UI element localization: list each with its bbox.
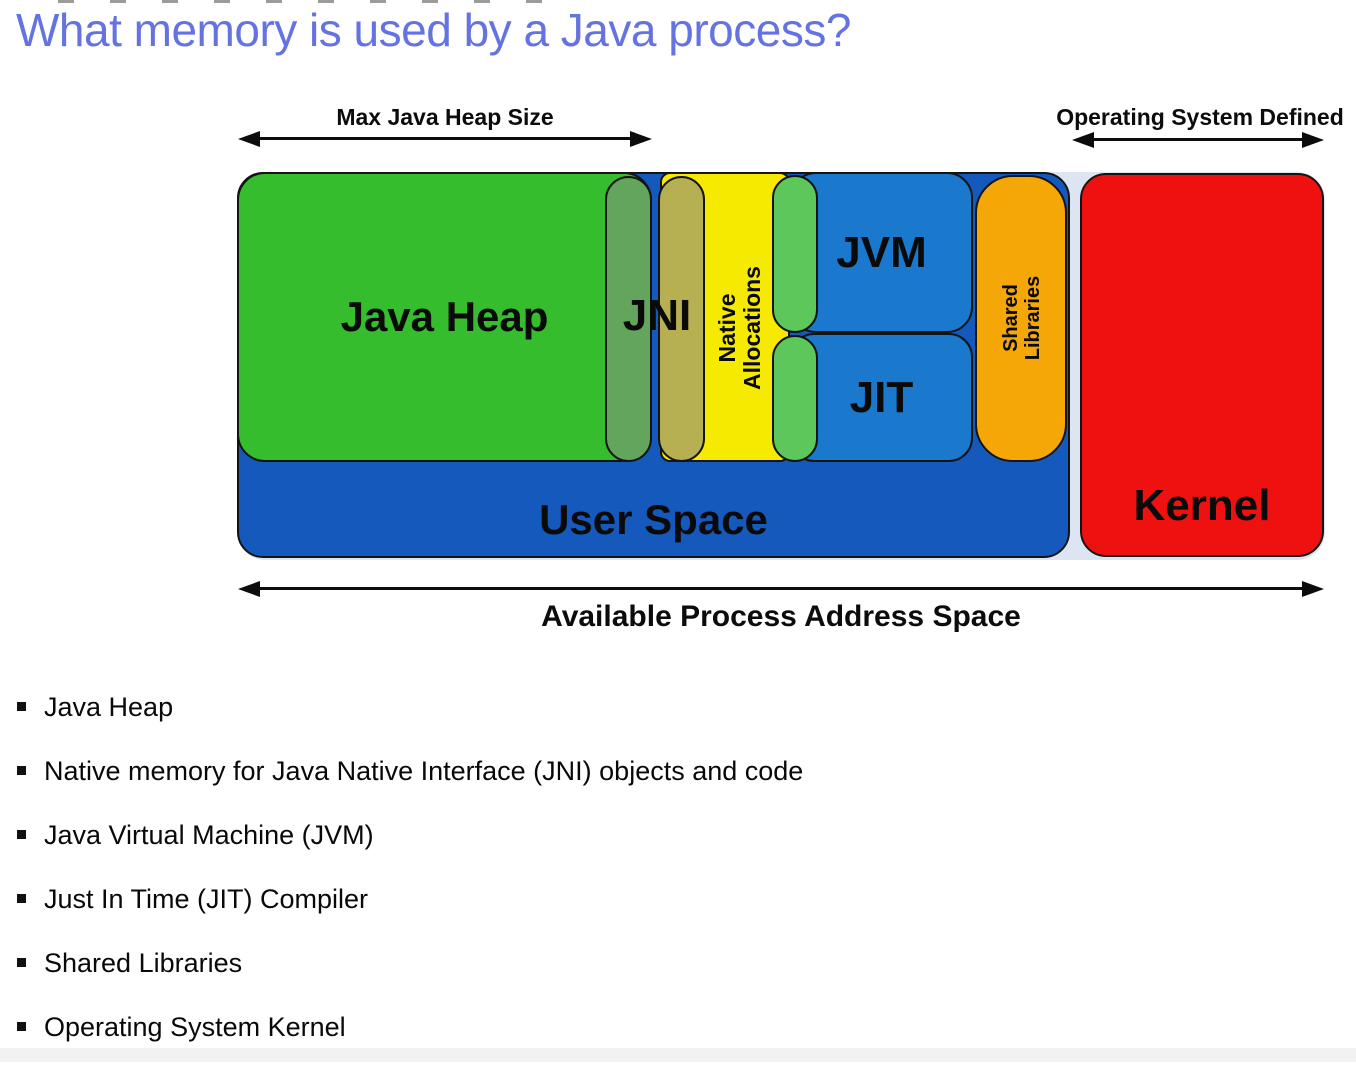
- user-space-label: User Space: [539, 496, 768, 543]
- arrow-shaft: [1086, 138, 1310, 141]
- os-defined-label: Operating System Defined: [1056, 104, 1344, 130]
- arrow-left-head-icon: [1072, 132, 1094, 148]
- window-bottom-edge: [0, 1048, 1356, 1062]
- bullet-icon: [17, 1022, 26, 1031]
- max-java-heap-size-label: Max Java Heap Size: [336, 104, 554, 130]
- shared-libraries-label-line2: Libraries: [1022, 275, 1044, 361]
- list-item: Java Heap: [17, 691, 1337, 723]
- list-item: Java Virtual Machine (JVM): [17, 819, 1337, 851]
- memory-types-list: Java Heap Native memory for Java Native …: [17, 691, 1337, 1075]
- native-overlay-pill-bottom: [772, 335, 818, 462]
- bullet-icon: [17, 766, 26, 775]
- native-allocations-label-line1: Native: [714, 293, 740, 363]
- jni-pill-left: [605, 176, 652, 462]
- list-item-text: Native memory for Java Native Interface …: [44, 756, 804, 786]
- arrow-shaft: [252, 587, 1310, 590]
- shared-libraries-label-line1: Shared: [1000, 284, 1022, 352]
- list-item-text: Java Virtual Machine (JVM): [44, 820, 374, 850]
- bullet-icon: [17, 702, 26, 711]
- native-overlay-pill-top: [772, 175, 818, 333]
- list-item: Shared Libraries: [17, 947, 1337, 979]
- list-item: Operating System Kernel: [17, 1011, 1337, 1043]
- jvm-label: JVM: [836, 227, 927, 277]
- arrow-left-head-icon: [238, 131, 260, 147]
- arrow-left-head-icon: [238, 581, 260, 597]
- arrow-right-head-icon: [630, 131, 652, 147]
- list-item: Just In Time (JIT) Compiler: [17, 883, 1337, 915]
- native-allocations-label: Native Allocations: [708, 218, 772, 438]
- max-heap-extent-arrow: [238, 131, 652, 147]
- kernel-label: Kernel: [1133, 481, 1271, 530]
- shared-libraries-label: Shared Libraries: [994, 218, 1050, 418]
- os-defined-extent-arrow: [1072, 132, 1324, 148]
- clipped-toolbar-edge: [58, 0, 573, 3]
- list-item: Native memory for Java Native Interface …: [17, 755, 1337, 787]
- memory-layout-diagram: User Space Kernel Java Heap JVM JIT JNI …: [237, 172, 1325, 560]
- page-title: What memory is used by a Java process?: [16, 4, 851, 56]
- kernel-region: Kernel: [1080, 173, 1324, 557]
- list-item-text: Java Heap: [44, 692, 174, 722]
- available-process-address-space-label: Available Process Address Space: [541, 600, 1021, 633]
- native-allocations-label-line2: Allocations: [739, 266, 765, 390]
- java-heap-region: Java Heap: [237, 172, 652, 462]
- jni-label: JNI: [622, 291, 692, 340]
- java-heap-label: Java Heap: [340, 293, 549, 340]
- list-item-text: Operating System Kernel: [44, 1012, 346, 1042]
- arrow-right-head-icon: [1302, 132, 1324, 148]
- jni-pill-right: [658, 176, 705, 462]
- jit-region: JIT: [790, 333, 973, 462]
- jvm-region: JVM: [790, 172, 973, 333]
- list-item-text: Just In Time (JIT) Compiler: [44, 884, 369, 914]
- jit-label: JIT: [849, 372, 914, 422]
- bullet-icon: [17, 894, 26, 903]
- arrow-right-head-icon: [1302, 581, 1324, 597]
- shared-libraries-region: [975, 175, 1067, 462]
- bullet-icon: [17, 958, 26, 967]
- address-space-extent-arrow: [238, 581, 1324, 597]
- arrow-shaft: [252, 137, 638, 140]
- bullet-icon: [17, 830, 26, 839]
- list-item-text: Shared Libraries: [44, 948, 243, 978]
